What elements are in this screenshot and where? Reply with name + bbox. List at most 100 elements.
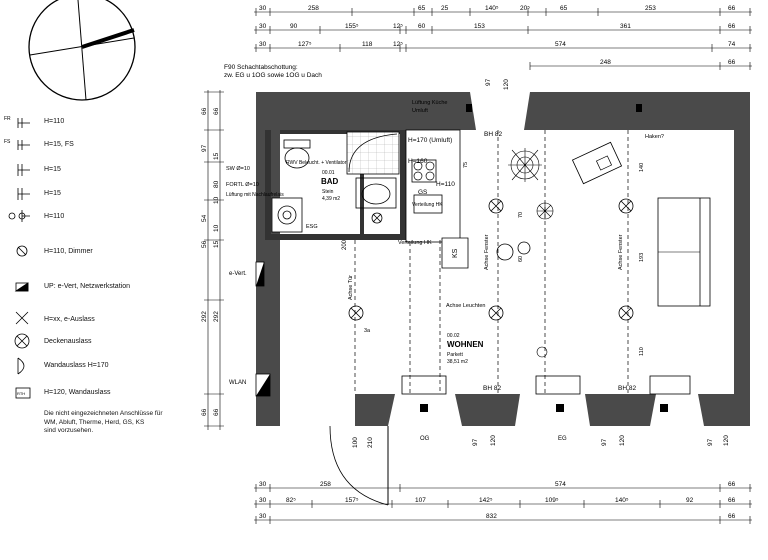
dim-top-r1-7: 65: [560, 5, 568, 12]
h75-label: 75: [463, 162, 469, 168]
legend-text-3: H=15: [44, 166, 61, 173]
label-3a: 3a: [364, 328, 371, 334]
svg-text:FR: FR: [4, 116, 11, 122]
dim-left-3: 97: [201, 144, 208, 152]
og-label: OG: [420, 436, 430, 442]
dim-open-1: 97: [485, 78, 492, 86]
dim-left-13: 66: [201, 408, 208, 416]
bad-area: 4,39 m2: [322, 196, 340, 202]
umluft-label: Umluft: [412, 108, 428, 114]
dim-bot-r3-3: 66: [728, 513, 736, 520]
h140-label: 140: [639, 163, 645, 172]
h170-label: H=170 (Umluft): [408, 137, 452, 144]
shaft-note-2: zw. EG u 1OG sowie 1OG u Dach: [224, 72, 322, 79]
legend-text-7: UP: e-Vert, Netzwerkstation: [44, 283, 130, 290]
esg-label: ESG: [306, 224, 318, 230]
plan-annotations: F90 Schachtabschottung: zw. EG u 1OG sow…: [224, 64, 664, 442]
dim-bot-r1-4: 66: [728, 481, 736, 488]
dim-left-1: 66: [201, 107, 208, 115]
dim-left-5: 15: [213, 152, 220, 160]
bathroom-walls: [265, 130, 406, 240]
bh-bottom-1: BH 82: [483, 385, 501, 392]
bad-floor: Stein: [322, 189, 334, 195]
dim-open-9: 97: [707, 438, 714, 446]
left-wall-devices: [255, 261, 271, 397]
legend-text-9: Deckenauslass: [44, 338, 92, 345]
dim-left-9: 56: [201, 240, 208, 248]
dim-left-8: 10: [213, 224, 220, 232]
dim-top-r1-2: 258: [308, 5, 319, 12]
fortl-label: FORTL Ø=10: [226, 182, 259, 188]
ceiling-outlets: [348, 198, 634, 321]
plants: [508, 148, 554, 358]
dim-top-r1-3: 65: [418, 5, 426, 12]
dim-bot-r2-8: 92: [686, 497, 694, 504]
dim-open-8: 120: [619, 435, 626, 446]
compass: [28, 0, 136, 101]
dim-bot-r2-2: 82⁵: [286, 497, 296, 504]
dim-bot-r1-1: 30: [259, 481, 267, 488]
achse-fenster-1: Achse Fenster: [484, 234, 490, 270]
wohnen-number: 00.02: [447, 333, 460, 339]
dim-bot-r1-3: 574: [555, 481, 566, 488]
dim-top-r3-5: 574: [555, 41, 566, 48]
verteilung-hk-label-1: Verteilung HK: [412, 202, 443, 208]
lueftung-nl-label: Lüftung mit Nachlaufrelais: [226, 192, 284, 198]
dim-top-r2-8: 66: [728, 23, 736, 30]
dim-left-4: 80: [213, 180, 220, 188]
dim-bot-r2-5: 142⁵: [479, 497, 493, 504]
legend-note-line-2: WM, Abluft, Therme, Herd, GS, KS: [44, 418, 145, 426]
dim-top-r3-2: 127⁵: [298, 41, 312, 48]
left-dimension-texts: 66 66 97 80 15 10 54 10 56 15 292 292 66…: [201, 107, 220, 416]
bathroom-fixtures: [271, 131, 400, 233]
dim-left-12: 292: [213, 311, 220, 322]
dim-left-7: 54: [201, 214, 208, 222]
dim-top-r3-4: 12⁵: [393, 41, 403, 48]
dim-open-4: 210: [367, 437, 374, 448]
bad-title: BAD: [321, 177, 339, 186]
legend-text-6: H=110, Dimmer: [44, 248, 93, 255]
dim-left-2: 66: [213, 107, 220, 115]
wohnen-title: WOHNEN: [447, 340, 484, 349]
wohnen-area: 38,51 m2: [447, 359, 468, 365]
dim-bot-r2-7: 140⁵: [615, 497, 629, 504]
dim-top-r1-1: 30: [259, 5, 267, 12]
dim-top-r2-7: 361: [620, 23, 631, 30]
dim-open-2: 120: [503, 79, 510, 90]
h60-label: 60: [518, 256, 524, 262]
sw-label: SW Ø=10: [226, 166, 250, 172]
svg-text:RTH: RTH: [17, 391, 25, 396]
dim-bot-r3-2: 832: [486, 513, 497, 520]
evert-label: e-Vert.: [229, 271, 247, 277]
ks-label: KS: [452, 248, 459, 258]
legend-note-line-1: Die nicht eingezeichneten Anschlüsse für: [44, 410, 163, 417]
dim-top-r2-1: 30: [259, 23, 267, 30]
sofa: [657, 197, 711, 307]
dim-open-5: 97: [472, 438, 479, 446]
dim-top-r2-3: 155⁵: [345, 23, 359, 30]
top-dimension-texts: 30 258 65 25 140⁵ 20⁵ 65 253 66 30 90 15…: [259, 5, 736, 66]
verteilung-hk-label-2: Verteilung HK: [398, 240, 432, 246]
h110-label: H=110: [436, 181, 455, 188]
h110b-label: 110: [639, 347, 645, 356]
dim-bot-r2-4: 107: [415, 497, 426, 504]
dim-left-14: 66: [213, 408, 220, 416]
h193-label: 193: [639, 253, 645, 262]
gs-label: GS: [418, 189, 428, 196]
achse-fenster-2: Achse Fenster: [618, 234, 624, 270]
achse-leuchten-label: Achse Leuchten: [446, 303, 485, 309]
kitchen-block: [405, 129, 469, 269]
dimension-lines: [204, 8, 752, 524]
dim-top-r2-5: 60: [418, 23, 426, 30]
dim-bot-r2-1: 30: [259, 497, 267, 504]
dim-open-10: 120: [723, 435, 730, 446]
dim-top-r4-1: 248: [600, 59, 611, 66]
rwv-label: RWV Beleucht. + Ventilator: [286, 160, 347, 166]
dim-open-7: 97: [601, 438, 608, 446]
dim-bot-r2-6: 109⁵: [545, 497, 559, 504]
h70-label: 70: [518, 212, 524, 218]
dim-bot-r2-3: 157⁵: [345, 497, 359, 504]
opening-dimension-texts: 97 120 100 210 97 120 97 120 97 120: [352, 78, 730, 448]
dim-top-r3-3: 118: [362, 41, 373, 48]
